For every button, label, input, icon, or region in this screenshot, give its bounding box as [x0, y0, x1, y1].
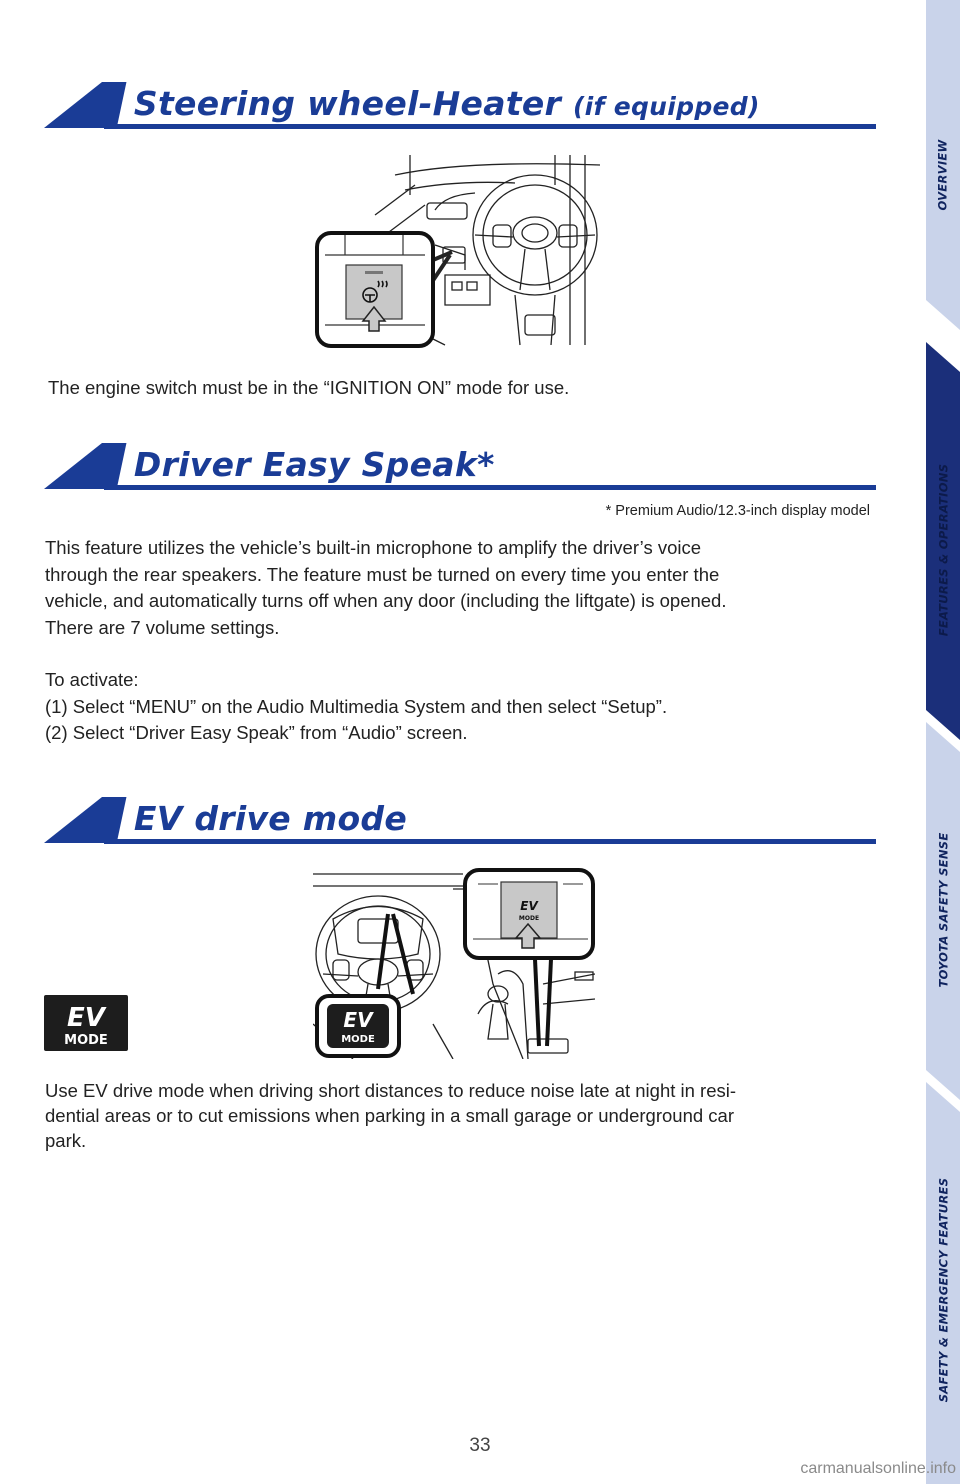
nav-tab-toyota-safety-sense[interactable]: TOYOTA SAFETY SENSE — [936, 832, 951, 988]
paragraph-line: This feature utilizes the vehicle’s buil… — [45, 537, 702, 558]
ev-mode-description: Use EV drive mode when driving short dis… — [45, 1078, 875, 1153]
watermark: carmanualsonline.info — [800, 1460, 956, 1477]
section-side-nav: OVERVIEW FEATURES & OPERATIONS TOYOTA SA… — [926, 0, 960, 1484]
nav-tab-safety-emergency[interactable]: SAFETY & EMERGENCY FEATURES — [936, 1177, 950, 1403]
driver-easy-speak-header: Driver Easy Speak* — [44, 443, 876, 491]
activate-heading: To activate: — [45, 669, 139, 690]
ev-badge-top-text: EV — [67, 1003, 107, 1033]
callout-ev-text: EV — [520, 899, 539, 913]
activation-step: (1) Select “MENU” on the Audio Multimedi… — [45, 695, 668, 717]
driver-easy-speak-description: This feature utilizes the vehicle’s buil… — [45, 535, 875, 747]
steering-heater-header: Steering wheel-Heater (if equipped) — [44, 82, 876, 130]
nav-tab-overview[interactable]: OVERVIEW — [936, 139, 951, 211]
paragraph-line: through the rear speakers. The feature m… — [45, 563, 720, 585]
header-rule — [104, 839, 876, 844]
paragraph-line: There are 7 volume settings. — [45, 616, 280, 638]
if-equipped-label: (if equipped) — [573, 91, 760, 121]
paragraph-line: dential areas or to cut emissions when p… — [45, 1105, 734, 1126]
side-nav-tabs-graphic — [926, 0, 960, 1484]
paragraph-line: Use EV drive mode when driving short dis… — [45, 1080, 737, 1101]
callout-mode-text: MODE — [519, 915, 539, 922]
header-rule — [104, 485, 876, 490]
page-number: 33 — [469, 1435, 491, 1456]
premium-audio-footnote: * Premium Audio/12.3-inch display model — [605, 503, 870, 519]
callout-badge-mode-text: MODE — [341, 1034, 375, 1045]
paragraph-line: vehicle, and automatically turns off whe… — [45, 590, 727, 611]
ev-drive-mode-title: EV drive mode — [134, 798, 408, 838]
driver-easy-speak-title: Driver Easy Speak* — [134, 444, 495, 484]
header-rule — [104, 124, 876, 129]
activation-step: (2) Select “Driver Easy Speak” from “Aud… — [45, 722, 468, 743]
steering-wheel-heater-illustration — [315, 155, 600, 348]
steering-heater-title: Steering wheel-Heater (if equipped) — [134, 83, 760, 123]
ev-badge-bottom-text: MODE — [64, 1033, 108, 1048]
ignition-note: The engine switch must be in the “IGNITI… — [48, 377, 570, 398]
ev-mode-cockpit-illustration: EV MODE EV MODE — [313, 868, 595, 1059]
paragraph-line: park. — [45, 1130, 87, 1151]
nav-tab-features-operations[interactable]: FEATURES & OPERATIONS — [936, 463, 951, 637]
callout-badge-ev-text: EV — [343, 1008, 374, 1032]
ev-drive-mode-header: EV drive mode — [44, 797, 876, 845]
ev-mode-badge-icon: EV MODE — [44, 995, 128, 1051]
